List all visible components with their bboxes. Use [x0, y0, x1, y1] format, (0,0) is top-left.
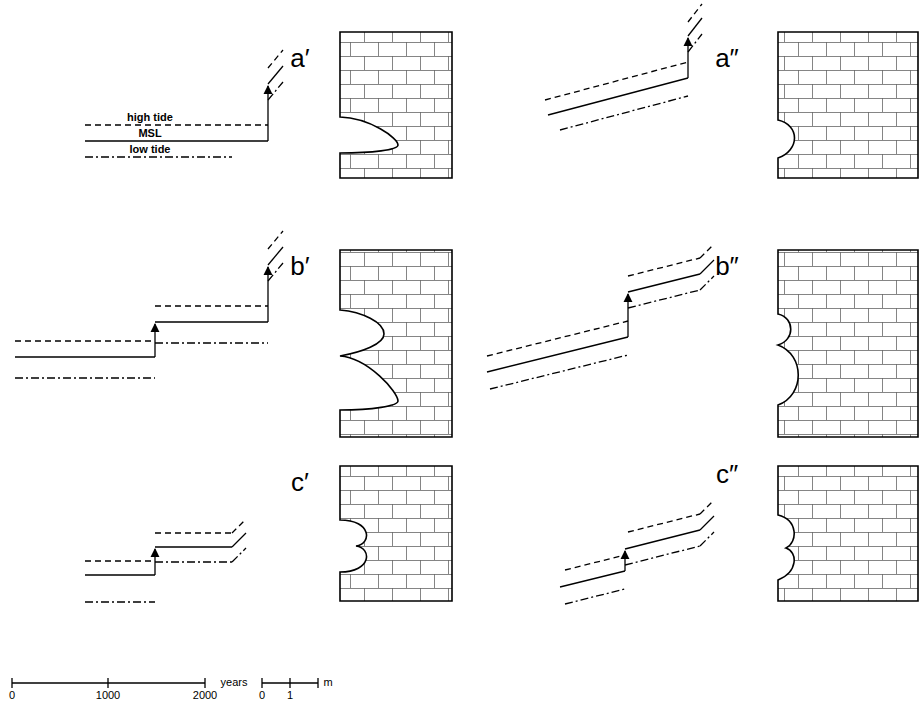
panel-letter: b″: [715, 252, 739, 281]
tide-label: MSL: [136, 127, 163, 139]
scale-unit: years: [221, 676, 248, 688]
tide-label: high tide: [125, 111, 175, 123]
panel-letter: c′: [291, 468, 309, 497]
panel-letter: a′: [290, 44, 309, 73]
tide-label: low tide: [128, 143, 173, 155]
scale-number: 2000: [193, 689, 217, 701]
panel-letter: a″: [715, 44, 739, 73]
scale-number: 1: [287, 689, 293, 701]
scale-number: 0: [259, 689, 265, 701]
scale-number: 1000: [96, 689, 120, 701]
scale-number: 0: [9, 689, 15, 701]
panel-letter: b′: [290, 252, 309, 281]
panel-letter: c″: [716, 460, 738, 489]
scale-unit: m: [323, 676, 332, 688]
